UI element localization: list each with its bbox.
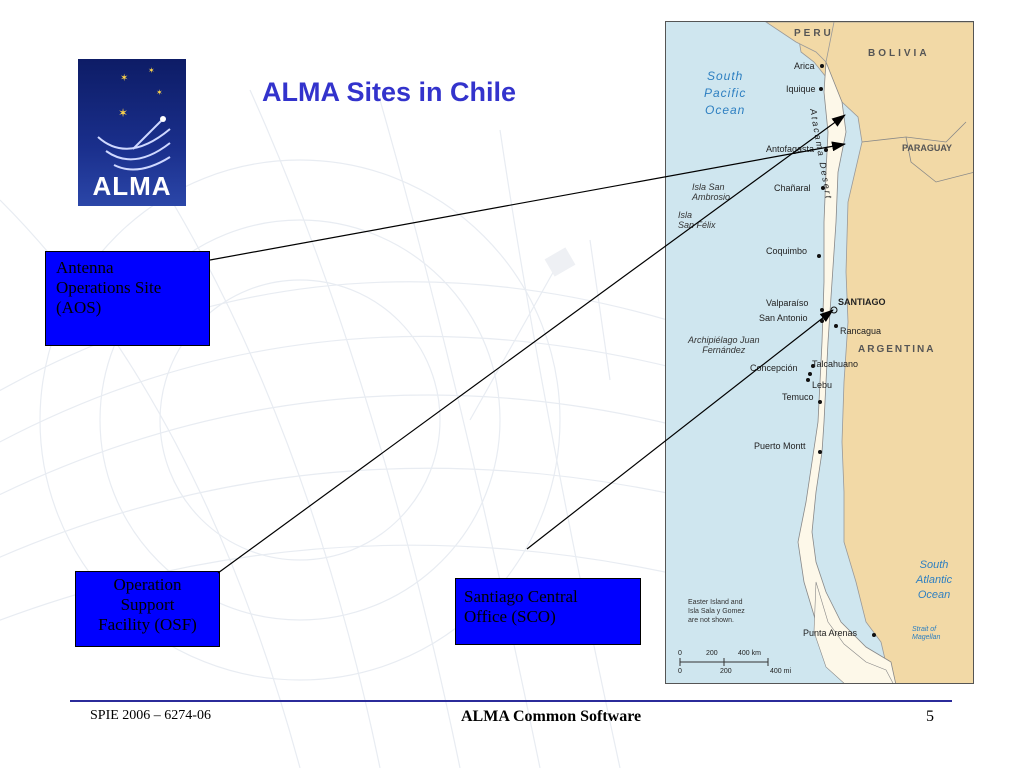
sco-arrow bbox=[526, 309, 834, 550]
scale-mi-400: 400 mi bbox=[770, 668, 792, 675]
map-label-bolivia: BOLIVIA bbox=[868, 48, 930, 59]
scale-km-200: 200 bbox=[706, 650, 718, 657]
map-label-south-pacific: South Pacific Ocean bbox=[704, 69, 747, 117]
alma-logo: ✶ ✶ ✶ ✶ ALMA bbox=[78, 59, 186, 206]
map-label-san-antonio: San Antonio bbox=[759, 313, 808, 323]
sco-box: Santiago Central Office (SCO) bbox=[455, 578, 641, 645]
aos-box-line: Antenna bbox=[56, 258, 114, 277]
svg-text:✶: ✶ bbox=[120, 73, 128, 84]
svg-text:✶: ✶ bbox=[148, 66, 155, 75]
map-label-temuco: Temuco bbox=[782, 392, 814, 402]
map-dot-coquimbo bbox=[817, 254, 821, 258]
map-label-chanaral: Chañaral bbox=[774, 183, 811, 193]
chile-map: PERU BOLIVIA PARAGUAY ARGENTINA South Pa… bbox=[665, 21, 974, 684]
map-label-valparaiso: Valparaíso bbox=[766, 298, 809, 308]
map-label-iquique: Iquique bbox=[786, 84, 816, 94]
map-note: Easter Island and Isla Sala y Gomez are … bbox=[688, 599, 745, 624]
osf-box-line: Operation bbox=[113, 575, 182, 594]
scale-mi-200: 200 bbox=[720, 668, 732, 675]
map-dot-talcahuano bbox=[811, 364, 815, 368]
scale-km-400: 400 km bbox=[738, 650, 761, 657]
map-dot-punta-arenas bbox=[872, 633, 876, 637]
map-dot-chanaral bbox=[821, 186, 825, 190]
map-label-argentina: ARGENTINA bbox=[858, 344, 936, 355]
logo-wordmark: ALMA bbox=[92, 171, 172, 201]
map-label-san-ambrosio: Isla San Ambrosio bbox=[692, 182, 731, 202]
map-label-south-atlantic: South Atlantic Ocean bbox=[916, 559, 953, 601]
sco-box-line: Office (SCO) bbox=[464, 607, 556, 626]
logo-emblem: ✶ ✶ ✶ ✶ bbox=[97, 66, 171, 171]
map-label-concepcion: Concepción bbox=[750, 363, 798, 373]
map-dot-arica bbox=[820, 64, 824, 68]
aos-box-line: Operations Site bbox=[56, 278, 162, 297]
footer-rule bbox=[70, 700, 952, 702]
osf-box: Operation Support Facility (OSF) bbox=[75, 571, 220, 647]
map-label-puerto-montt: Puerto Montt bbox=[754, 441, 806, 451]
map-dot-temuco bbox=[818, 400, 822, 404]
map-label-peru: PERU bbox=[794, 28, 834, 39]
map-dot-rancagua bbox=[834, 324, 838, 328]
osf-box-line: Support bbox=[120, 595, 175, 614]
sco-box-line: Santiago Central bbox=[464, 587, 578, 606]
scale-km-0: 0 bbox=[678, 650, 682, 657]
aos-arrow bbox=[209, 141, 846, 261]
map-label-santiago: SANTIAGO bbox=[838, 297, 886, 307]
footer-title: ALMA Common Software bbox=[461, 708, 642, 725]
map-label-strait: Strait of Magellan bbox=[912, 626, 941, 641]
map-dot-concepcion bbox=[808, 372, 812, 376]
svg-text:✶: ✶ bbox=[156, 88, 163, 97]
osf-box-line: Facility (OSF) bbox=[98, 615, 197, 634]
map-label-rancagua: Rancagua bbox=[840, 326, 882, 336]
map-label-punta-arenas: Punta Arenas bbox=[803, 628, 858, 638]
page-number: 5 bbox=[926, 708, 934, 725]
map-label-talcahuano: Talcahuano bbox=[812, 359, 859, 369]
map-label-coquimbo: Coquimbo bbox=[766, 246, 808, 256]
map-label-lebu: Lebu bbox=[812, 380, 833, 390]
aos-box-line: (AOS) bbox=[56, 298, 102, 317]
map-label-san-felix: Isla San Félix bbox=[678, 210, 716, 230]
map-label-paraguay: PARAGUAY bbox=[902, 143, 953, 153]
map-dot-lebu bbox=[806, 378, 810, 382]
map-label-antofagasta: Antofagasta bbox=[766, 144, 815, 154]
svg-text:✶: ✶ bbox=[118, 106, 128, 120]
map-dot-puerto-montt bbox=[818, 450, 822, 454]
aos-box: Antenna Operations Site (AOS) bbox=[45, 251, 210, 346]
map-label-arica: Arica bbox=[794, 61, 815, 71]
slide-title: ALMA Sites in Chile bbox=[262, 77, 517, 107]
map-shapes bbox=[679, 22, 973, 683]
map-dot-antofagasta bbox=[824, 148, 828, 152]
scale-mi-0: 0 bbox=[678, 668, 682, 675]
map-dot-iquique bbox=[819, 87, 823, 91]
map-label-juan-fernandez: Archipiélago Juan Fernández bbox=[688, 335, 760, 355]
osf-arrow bbox=[217, 114, 846, 574]
footer-conference: SPIE 2006 – 6274-06 bbox=[90, 708, 211, 723]
